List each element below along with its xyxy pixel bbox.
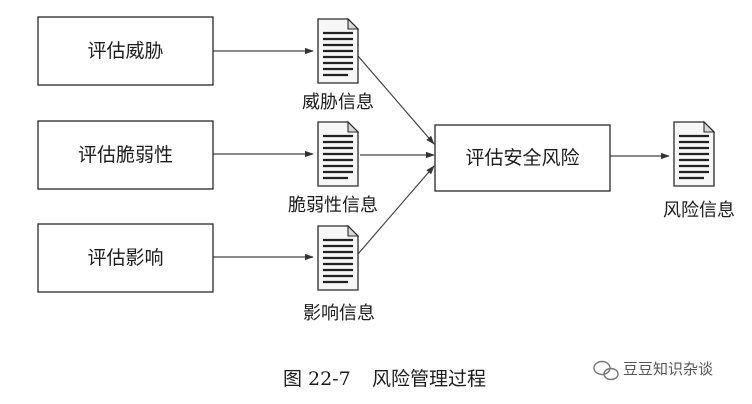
figure-caption: 图 22-7 风险管理过程 (283, 368, 486, 390)
watermark-text: 豆豆知识杂谈 (623, 360, 713, 378)
doc-risk-info-label: 风险信息 (663, 200, 735, 221)
doc-impact-info-label: 影响信息 (303, 303, 375, 324)
doc-vulnerability-info: 脆弱性信息 (288, 120, 378, 216)
document-icon (672, 120, 716, 188)
doc-impact-info: 影响信息 (303, 224, 375, 324)
box-assess-threat-label: 评估威胁 (87, 40, 163, 62)
figure-number: 图 22-7 (283, 368, 351, 390)
document-icon (316, 224, 360, 292)
box-assess-threat: 评估威胁 (37, 16, 214, 86)
box-assess-vulnerability: 评估脆弱性 (37, 120, 214, 190)
box-assess-impact-label: 评估影响 (87, 247, 163, 269)
wechat-icon (593, 360, 619, 381)
box-assess-impact: 评估影响 (37, 223, 214, 293)
doc-vulnerability-info-label: 脆弱性信息 (288, 195, 378, 216)
box-assess-vulnerability-label: 评估脆弱性 (78, 144, 173, 166)
doc-threat-info: 威胁信息 (302, 17, 374, 113)
figure-title: 风险管理过程 (372, 368, 486, 390)
box-assess-security-risk: 评估安全风险 (434, 124, 611, 192)
arrow-threat-doc-to-risk (357, 55, 435, 145)
doc-risk-info: 风险信息 (663, 120, 735, 221)
document-icon (316, 17, 360, 85)
document-icon (316, 120, 360, 188)
box-assess-security-risk-label: 评估安全风险 (465, 147, 579, 169)
watermark: 豆豆知识杂谈 (593, 360, 713, 381)
arrow-impact-doc-to-risk (357, 165, 435, 255)
doc-threat-info-label: 威胁信息 (302, 92, 374, 113)
